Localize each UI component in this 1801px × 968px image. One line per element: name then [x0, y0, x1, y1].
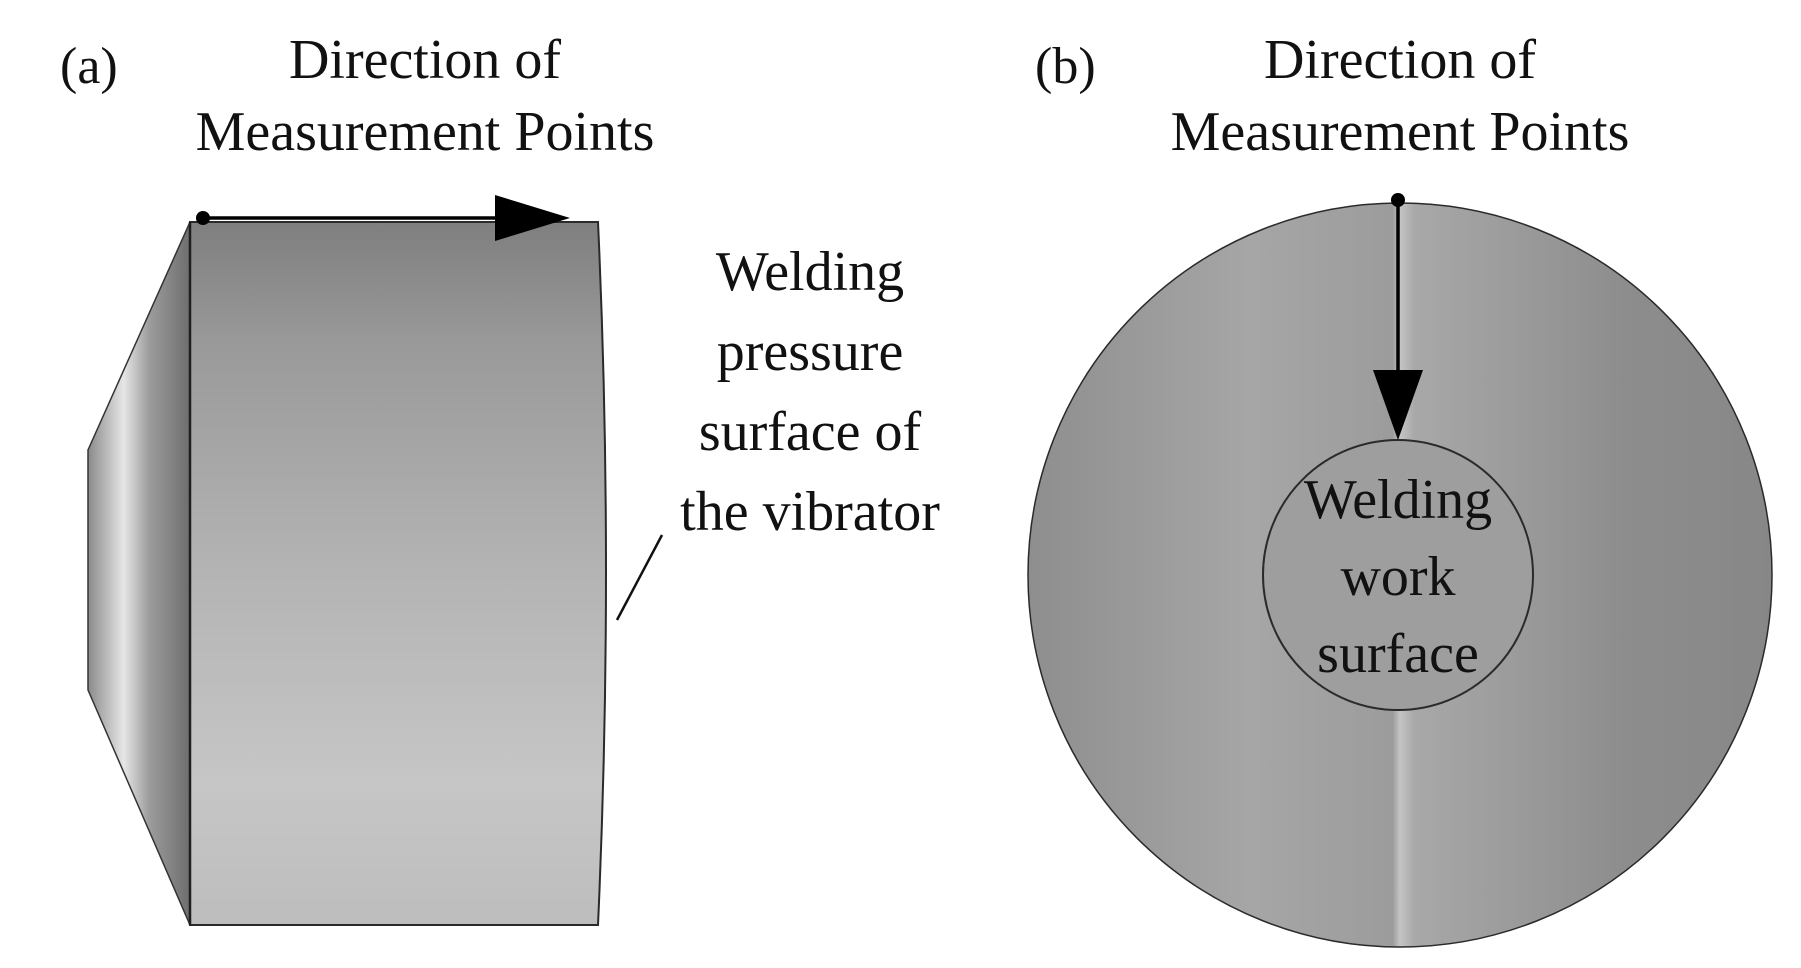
callout-line2: pressure — [717, 321, 904, 383]
panel-a: (a) Direction of Measurement Points Weld… — [60, 29, 940, 926]
panel-a-direction-title-line1: Direction of — [289, 29, 561, 91]
measurement-direction-arrowhead — [495, 195, 570, 241]
panel-b: (b) Direction of Measurement Points Weld… — [1027, 29, 1773, 948]
callout-line1: Welding — [716, 241, 904, 303]
center-label-line1: Welding — [1304, 469, 1492, 531]
vibrator-horn-cone — [87, 221, 191, 926]
callout-leader-line — [615, 534, 664, 621]
panel-b-direction-title-line2: Measurement Points — [1171, 101, 1630, 163]
panel-b-tag: (b) — [1035, 38, 1096, 95]
center-label-line3: surface — [1317, 623, 1479, 685]
center-label-line2: work — [1340, 546, 1455, 608]
callout-line3: surface of — [699, 401, 922, 463]
measurement-direction-arrowhead-b — [1373, 370, 1423, 440]
panel-a-tag: (a) — [60, 38, 118, 95]
callout-line4: the vibrator — [680, 481, 940, 543]
panel-b-direction-title-line1: Direction of — [1264, 29, 1536, 91]
panel-a-direction-title-line2: Measurement Points — [196, 101, 655, 163]
vibrator-cylinder-body — [189, 221, 607, 926]
